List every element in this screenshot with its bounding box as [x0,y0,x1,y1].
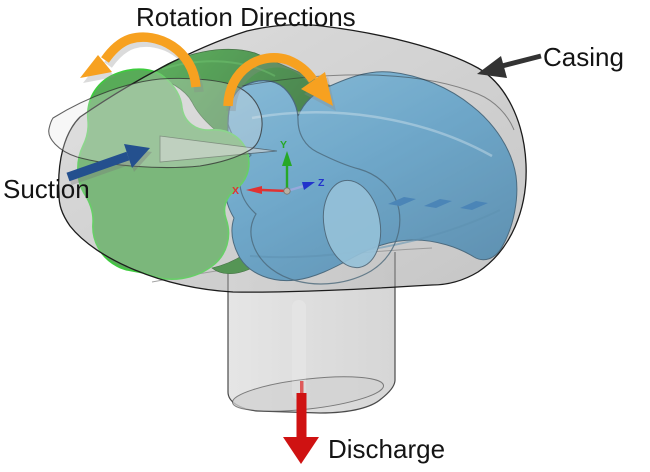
axis-z-label: Z [318,177,325,189]
axis-x-label: X [232,185,239,197]
rotation-arrows [80,32,336,112]
discharge-opening-rim [231,376,385,412]
green-rotor-helix-highlight [161,60,276,77]
discharge-arrowhead-icon [283,437,319,464]
cw-rotation-arrowhead-icon [301,72,333,106]
blue-rotor-hub [322,179,382,269]
casing-arrow-shaft [501,53,542,69]
ccw-rotation-arrowhead-icon [80,55,112,78]
casing-pointer-arrow [477,53,542,78]
suction-label: Suction [3,174,90,204]
axis-origin-dot [283,187,291,195]
bore-capsule-outline [48,77,263,169]
suction-arrow-shaft [66,151,130,182]
green-rotor-face [77,68,250,280]
blue-rotor-streak-top [251,111,493,158]
suction-arrow [66,144,152,186]
chevron-mark [424,199,452,208]
casing-glass-overlay [58,24,527,293]
discharge-label: Discharge [328,434,446,464]
suction-arrowhead-icon [124,144,150,168]
casing-label: Casing [543,42,624,72]
casing-silhouette-outline [58,23,527,293]
casing-front-rim [48,74,515,169]
discharge-arrow-tail [300,381,304,395]
ccw-rotation-arrow-icon [101,32,201,88]
discharge-arrow-shaft [296,393,307,438]
chevron-mark [460,201,488,210]
cw-rotation-arrow-icon [223,53,317,107]
bore-cusp-wedge [159,135,278,163]
axis-y-label: Y [280,139,287,151]
axis-z-arrowhead-icon [302,182,315,190]
bore-top-edge-line [241,74,515,131]
casing-arrowhead-icon [477,56,507,78]
discharge-port-highlight [292,300,306,400]
blue-rotor-chevrons [388,197,488,210]
blue-rotor-streak-bottom [249,209,501,259]
axis-y-arrowhead-icon [282,151,292,166]
discharge-arrow [283,381,319,464]
axis-triad: X Y Z [232,139,325,197]
axis-x-line [261,188,288,193]
blue-rotor [225,71,518,285]
diagram-title: Rotation Directions [136,2,356,32]
blue-rotor-face-outline [227,80,401,285]
axis-x-arrowhead-icon [246,186,262,194]
chevron-mark [388,197,416,206]
